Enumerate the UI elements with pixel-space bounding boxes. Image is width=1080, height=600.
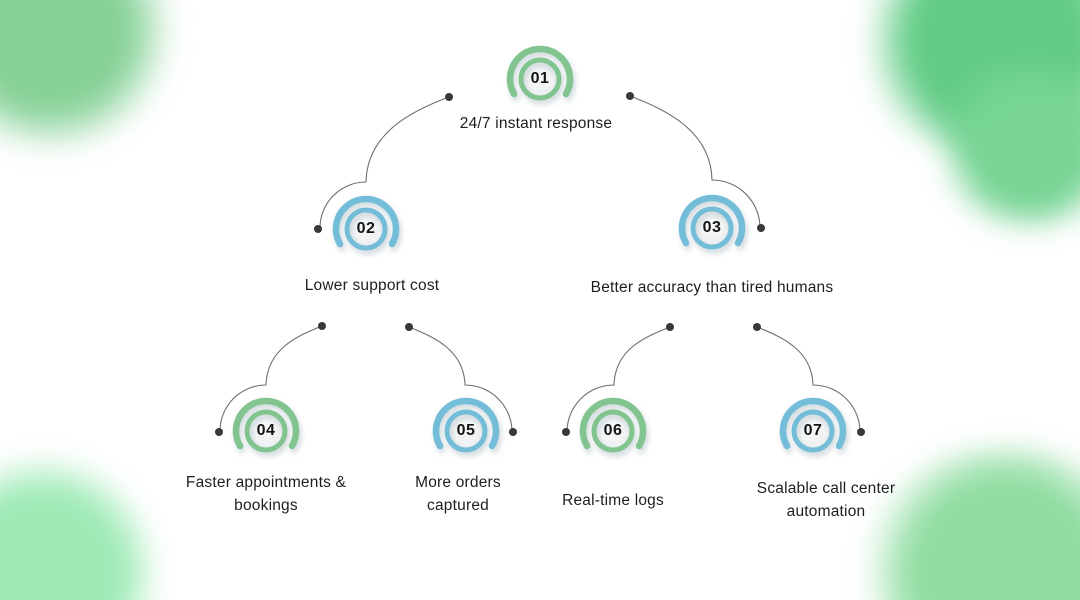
node-04: 04 <box>226 391 306 471</box>
node-number: 04 <box>256 422 276 439</box>
ring-icon <box>506 45 574 101</box>
connector-dot <box>314 225 322 233</box>
node-06: 06 <box>573 391 653 471</box>
ring-icon <box>579 397 647 453</box>
node-label: Faster appointments & bookings <box>185 474 347 514</box>
node-01: 01 <box>500 39 580 119</box>
ring-icon <box>432 397 500 453</box>
node-05: 05 <box>426 391 506 471</box>
node-04-disc <box>249 414 283 448</box>
node-06-disc <box>596 414 630 448</box>
node-label: Lower support cost <box>304 277 440 294</box>
node-number: 02 <box>356 220 376 237</box>
connector-line <box>629 95 761 229</box>
connector-dot <box>509 428 517 436</box>
node-label: Better accuracy than tired humans <box>590 279 834 296</box>
ring-icon <box>332 195 400 251</box>
node-03-disc <box>695 211 729 245</box>
connector-dot <box>626 92 634 100</box>
connector-line <box>219 325 323 432</box>
node-number: 01 <box>530 70 550 87</box>
connector-dot <box>215 428 223 436</box>
connector-line <box>408 326 513 433</box>
node-label: 24/7 instant response <box>459 115 613 132</box>
node-02: 02 <box>326 189 406 269</box>
connector-line <box>566 326 671 433</box>
connector-line <box>319 96 450 229</box>
node-02-disc <box>349 212 383 246</box>
node-label: Scalable call center automation <box>756 480 896 520</box>
connector-dot <box>753 323 761 331</box>
node-label: More orders captured <box>415 474 501 514</box>
connector-dot <box>562 428 570 436</box>
node-number: 03 <box>702 219 722 236</box>
node-03: 03 <box>672 188 752 268</box>
connector-dot <box>405 323 413 331</box>
connector-dot <box>857 428 865 436</box>
ring-icon <box>779 397 847 453</box>
node-number: 06 <box>603 422 623 439</box>
node-07: 07 <box>773 391 853 471</box>
connector-line <box>756 326 861 433</box>
node-number: 07 <box>803 422 823 439</box>
ring-icon <box>232 397 300 453</box>
node-01-disc <box>523 62 557 96</box>
connector-dot <box>445 93 453 101</box>
node-label: Real-time logs <box>562 492 664 509</box>
node-07-disc <box>796 414 830 448</box>
connector-dot <box>666 323 674 331</box>
node-number: 05 <box>456 422 476 439</box>
ring-icon <box>678 194 746 250</box>
connector-dot <box>318 322 326 330</box>
node-05-disc <box>449 414 483 448</box>
connector-dot <box>757 224 765 232</box>
